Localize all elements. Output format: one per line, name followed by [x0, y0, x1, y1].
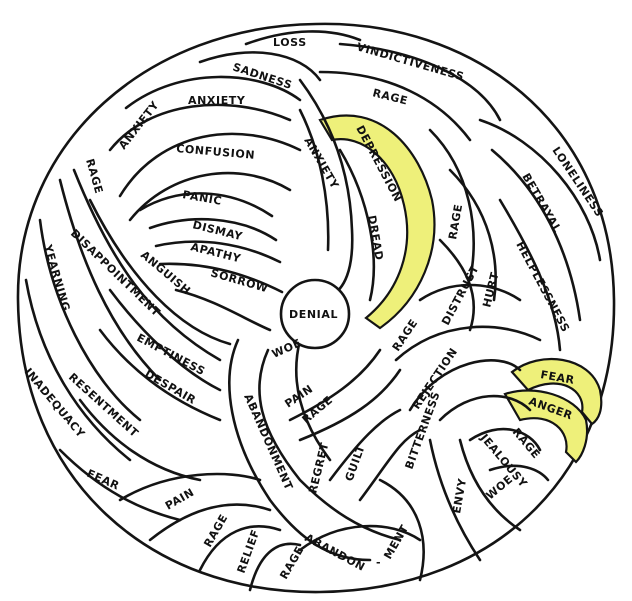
label-envy: ENVY: [450, 477, 469, 515]
label-abandon: ABANDON: [303, 531, 368, 574]
band-line: [318, 70, 472, 142]
band-line: [328, 408, 402, 482]
band-line: [298, 524, 422, 552]
label-despair: DESPAIR: [143, 367, 199, 407]
label-woe-right: WOE: [484, 473, 516, 503]
label-betrayal: BETRAYAL: [519, 171, 564, 235]
label-rage-bottom: RAGE: [201, 512, 230, 550]
band-line: [24, 278, 132, 462]
band-line: [158, 262, 284, 294]
band-line: [58, 178, 162, 382]
band-line: [148, 503, 272, 542]
band-line: [448, 168, 497, 302]
label-rage-mid: RAGE: [446, 203, 465, 241]
label-confusion: CONFUSION: [176, 142, 256, 162]
label-pain-low: PAIN: [163, 486, 197, 513]
band-line: [198, 525, 282, 572]
band-line: [288, 348, 382, 422]
band-line: [174, 288, 272, 332]
band-line: [418, 283, 522, 302]
band-line: [298, 78, 354, 298]
band-line: [198, 51, 322, 82]
band-line: [294, 338, 332, 462]
band-line: [38, 218, 142, 422]
label-guilt: GUILT: [343, 443, 368, 483]
band-line: [148, 217, 278, 242]
band-line: [154, 240, 282, 264]
band-line: [128, 171, 292, 222]
label-denial: DENIAL: [289, 308, 338, 321]
label-rage-left: RAGE: [83, 157, 105, 195]
label-panic: PANIC: [181, 188, 223, 208]
label-yearning: YEARNING: [41, 242, 73, 313]
label-fear-yellow: FEAR: [539, 368, 575, 387]
label-rage-center: RAGE: [390, 317, 421, 354]
depression-band: [318, 114, 436, 330]
label-emptiness: EMPTINESS: [135, 331, 208, 378]
band-line: [98, 328, 222, 422]
band-line: [118, 472, 262, 502]
band-line: [78, 398, 202, 482]
band-line: [394, 325, 542, 362]
band-line: [124, 75, 302, 110]
band-line: [378, 478, 425, 582]
band-line: [244, 30, 362, 46]
band-line: [468, 427, 542, 452]
band-line: [228, 338, 372, 562]
outer-outline: [16, 22, 616, 594]
denial-circle: [279, 278, 351, 350]
label-anxiety-2: ANXIETY: [188, 94, 246, 107]
label-rage-right: RAGE: [510, 426, 543, 462]
band-line: [338, 42, 502, 122]
anger-band: [503, 389, 589, 464]
band-line: [428, 438, 482, 562]
band-line: [490, 148, 582, 322]
label-woe-center: WOE: [270, 336, 303, 360]
band-line: [408, 359, 522, 412]
band-line: [138, 192, 274, 218]
band-line: [338, 148, 376, 302]
label-loss: LOSS: [273, 36, 307, 49]
label-rage-bottom2: RAGE: [277, 544, 306, 582]
label-anguish: ANGUISH: [138, 248, 193, 297]
band-line: [428, 128, 475, 282]
band-line: [498, 198, 562, 352]
band-line: [248, 542, 302, 592]
label-sadness: SADNESS: [231, 60, 294, 91]
label-anxiety-1: ANXIETY: [116, 98, 162, 152]
band-line: [88, 198, 232, 346]
band-line: [458, 438, 522, 532]
band-line: [488, 464, 550, 482]
label-dread: DREAD: [365, 214, 386, 261]
band-line: [72, 168, 222, 362]
band-line: [298, 368, 402, 442]
band-line: [108, 288, 222, 392]
band-line: [478, 118, 602, 262]
label-distrust: DISTRUST: [439, 263, 482, 328]
label-regret: REGRET: [306, 441, 331, 495]
band-line: [108, 103, 292, 152]
band-line: [438, 394, 532, 422]
label-sorrow: SORROW: [209, 266, 270, 295]
fear-band: [510, 357, 603, 426]
band-line: [358, 428, 422, 502]
band-line: [298, 108, 330, 252]
label-disappointment: DISAPPOINTMENT: [68, 227, 163, 319]
label-loneliness: LONELINESS: [550, 144, 607, 219]
band-line: [58, 448, 182, 522]
label-dash: -: [376, 556, 381, 569]
label-fear-left: FEAR: [85, 467, 122, 493]
band-line: [118, 132, 302, 198]
